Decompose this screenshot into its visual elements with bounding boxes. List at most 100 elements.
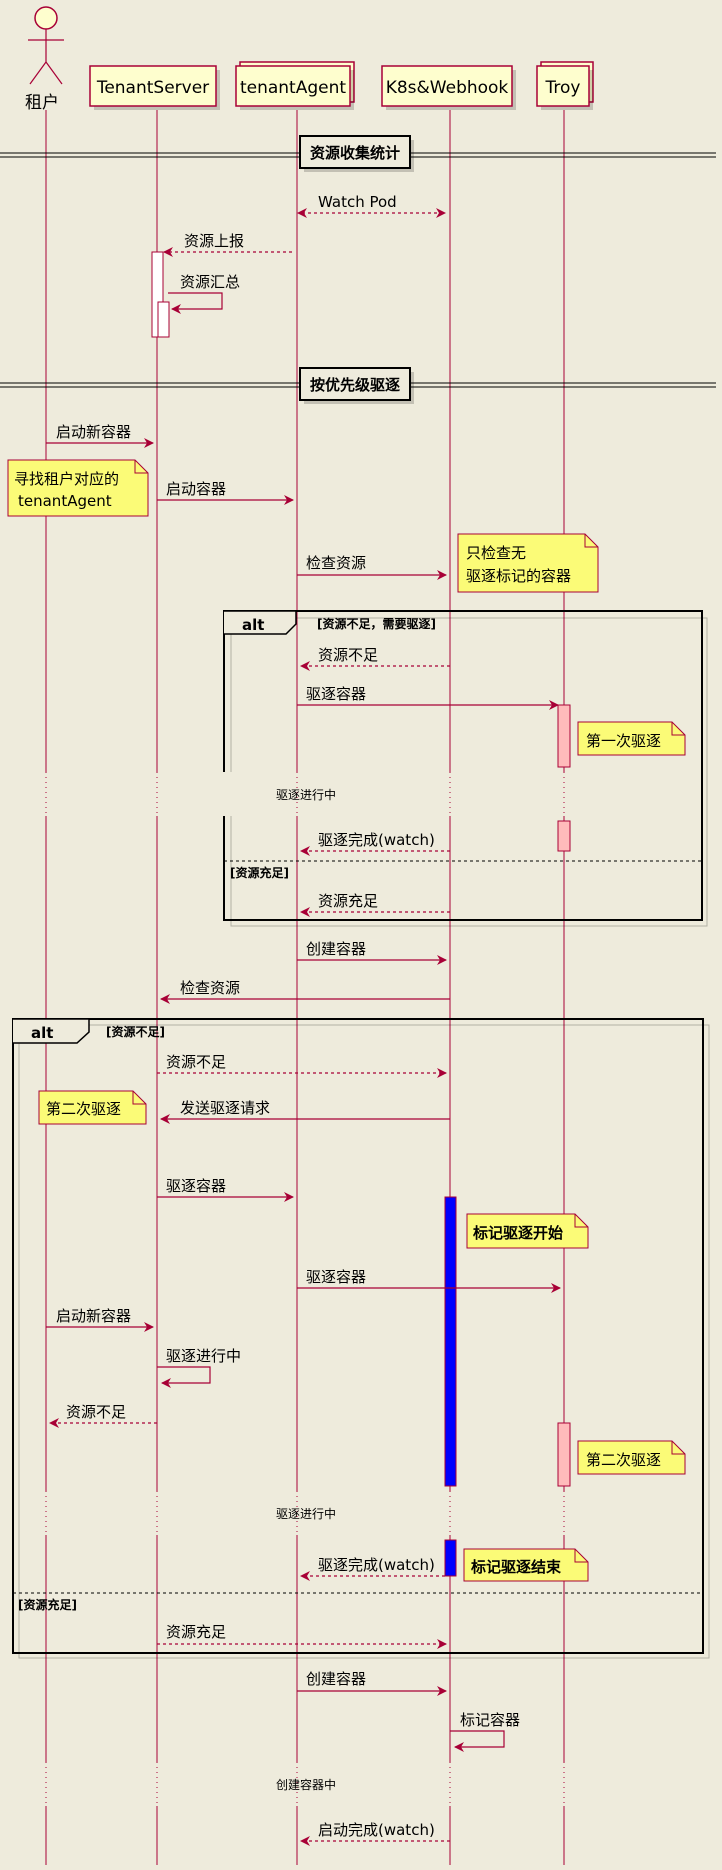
activation-troy-1 (557, 704, 571, 768)
note-line: 第一次驱逐 (586, 732, 661, 750)
divider-label: 按优先级驱逐 (310, 376, 400, 394)
participant-label: K8s&Webhook (386, 78, 509, 98)
delay-evicting-1: 驱逐进行中 (40, 772, 660, 816)
note-line: 寻找租户对应的 (14, 470, 119, 488)
message-start-container: 启动容器 (157, 480, 294, 505)
message-label: 驱逐容器 (306, 1268, 366, 1286)
note-line: 驱逐标记的容器 (466, 567, 571, 585)
note-second-evict-right: 第二次驱逐 (577, 1440, 686, 1475)
participant-box (381, 65, 513, 107)
note-line: 第二次驱逐 (46, 1100, 121, 1118)
delay-label: 驱逐进行中 (276, 1506, 336, 1521)
message-label: 标记容器 (460, 1711, 520, 1729)
message-start-done: 启动完成(watch) (300, 1821, 450, 1846)
message-label: 驱逐容器 (306, 685, 366, 703)
message-start-new-1: 启动新容器 (46, 423, 154, 448)
message-res-sufficient-1: 资源充足 (300, 892, 450, 917)
activation-k8s-1 (444, 1196, 457, 1487)
message-label: 资源充足 (166, 1623, 226, 1641)
message-report: 资源上报 (163, 232, 292, 257)
fragment-alt-2: alt [资源不足] [资源充足] (12, 1018, 710, 1659)
note-only-check: 只检查无 驱逐标记的容器 (457, 533, 599, 593)
activation-troy-1b (557, 820, 571, 852)
divider-stats: 资源收集统计 (0, 135, 716, 172)
participant-k8s: K8s&Webhook (381, 65, 516, 110)
fragment-keyword: alt (31, 1024, 53, 1042)
delay-creating: 创建容器中 (40, 1762, 660, 1806)
message-label: 资源不足 (66, 1403, 126, 1421)
message-label: 启动新容器 (56, 1307, 131, 1325)
fragment-condition: [资源不足，需要驱逐] (317, 616, 436, 631)
actor-leg-right (45, 61, 63, 85)
message-label: 启动新容器 (56, 423, 131, 441)
activation-tenantserver-nested (157, 301, 170, 338)
delay-label: 驱逐进行中 (276, 787, 336, 802)
message-evict-done-2: 驱逐完成(watch) (300, 1556, 445, 1581)
note-line: 第二次驱逐 (586, 1451, 661, 1469)
message-create-2: 创建容器 (297, 1670, 447, 1696)
delay-label: 创建容器中 (276, 1777, 336, 1792)
message-res-insufficient-3: 资源不足 (49, 1403, 157, 1428)
participant-label: 租户 (25, 93, 59, 113)
message-label: 驱逐完成(watch) (318, 831, 435, 849)
message-res-insufficient-1: 资源不足 (300, 646, 450, 671)
message-label: 检查资源 (180, 979, 240, 997)
participant-tenantserver: TenantServer (89, 65, 220, 110)
message-label: 发送驱逐请求 (180, 1099, 270, 1117)
fragment-alt-1: alt [资源不足，需要驱逐] [资源充足] (223, 610, 708, 927)
message-label: 资源不足 (166, 1053, 226, 1071)
message-label: 启动完成(watch) (318, 1821, 435, 1839)
message-res-sufficient-2: 资源充足 (157, 1623, 447, 1649)
message-check-res-2: 检查资源 (160, 979, 450, 1004)
activation-troy-2 (557, 1422, 571, 1487)
delay-evicting-2: 驱逐进行中 (40, 1491, 660, 1535)
message-label: 驱逐容器 (166, 1177, 226, 1195)
note-find-agent: 寻找租户对应的 tenantAgent (7, 459, 149, 517)
participant-tenantagent: tenantAgent (235, 61, 355, 110)
note-mark-end: 标记驱逐结束 (463, 1548, 589, 1582)
message-watch-pod: Watch Pod (297, 193, 446, 218)
participant-label: Troy (545, 78, 581, 98)
note-mark-start: 标记驱逐开始 (466, 1213, 589, 1249)
message-mark-self: 标记容器 (450, 1711, 520, 1752)
participant-label: tenantAgent (240, 78, 346, 98)
participant-box (235, 65, 351, 107)
activation-k8s-2 (444, 1539, 457, 1577)
message-label: 驱逐进行中 (166, 1347, 241, 1365)
message-label: 资源不足 (318, 646, 378, 664)
message-summary: 资源汇总 (168, 273, 240, 314)
message-evict-2: 驱逐容器 (157, 1177, 294, 1202)
message-check-res-1: 检查资源 (297, 554, 447, 580)
fragment-else-label: [资源充足] (18, 1597, 77, 1612)
message-label: 资源汇总 (180, 273, 240, 291)
message-label: 启动容器 (166, 480, 226, 498)
note-line: 只检查无 (466, 544, 526, 562)
message-start-new-2: 启动新容器 (46, 1307, 154, 1332)
message-label: 资源充足 (318, 892, 378, 910)
divider-label: 资源收集统计 (310, 144, 400, 162)
message-create-1: 创建容器 (297, 940, 447, 965)
message-label: 创建容器 (306, 940, 366, 958)
participant-user: 租户 (25, 6, 64, 113)
note-line: 标记驱逐结束 (470, 1558, 562, 1576)
message-label: Watch Pod (318, 193, 397, 211)
fragment-keyword: alt (242, 616, 264, 634)
participant-label: TenantServer (96, 78, 209, 98)
participant-box (89, 65, 217, 107)
message-label: 创建容器 (306, 1670, 366, 1688)
message-label: 驱逐完成(watch) (318, 1556, 435, 1574)
message-res-insufficient-2: 资源不足 (157, 1053, 447, 1078)
actor-head (34, 6, 58, 30)
message-evict-1: 驱逐容器 (297, 685, 559, 710)
fragment-else-label: [资源充足] (230, 865, 289, 880)
participant-box (536, 65, 590, 107)
divider-evict: 按优先级驱逐 (0, 367, 716, 404)
message-send-evict: 发送驱逐请求 (160, 1099, 450, 1124)
note-line: 标记驱逐开始 (472, 1224, 563, 1242)
fragment-condition: [资源不足] (106, 1024, 165, 1039)
participant-troy: Troy (536, 61, 594, 110)
note-second-evict-left: 第二次驱逐 (38, 1090, 147, 1125)
note-line: tenantAgent (18, 492, 112, 510)
actor-leg-left (29, 61, 47, 85)
